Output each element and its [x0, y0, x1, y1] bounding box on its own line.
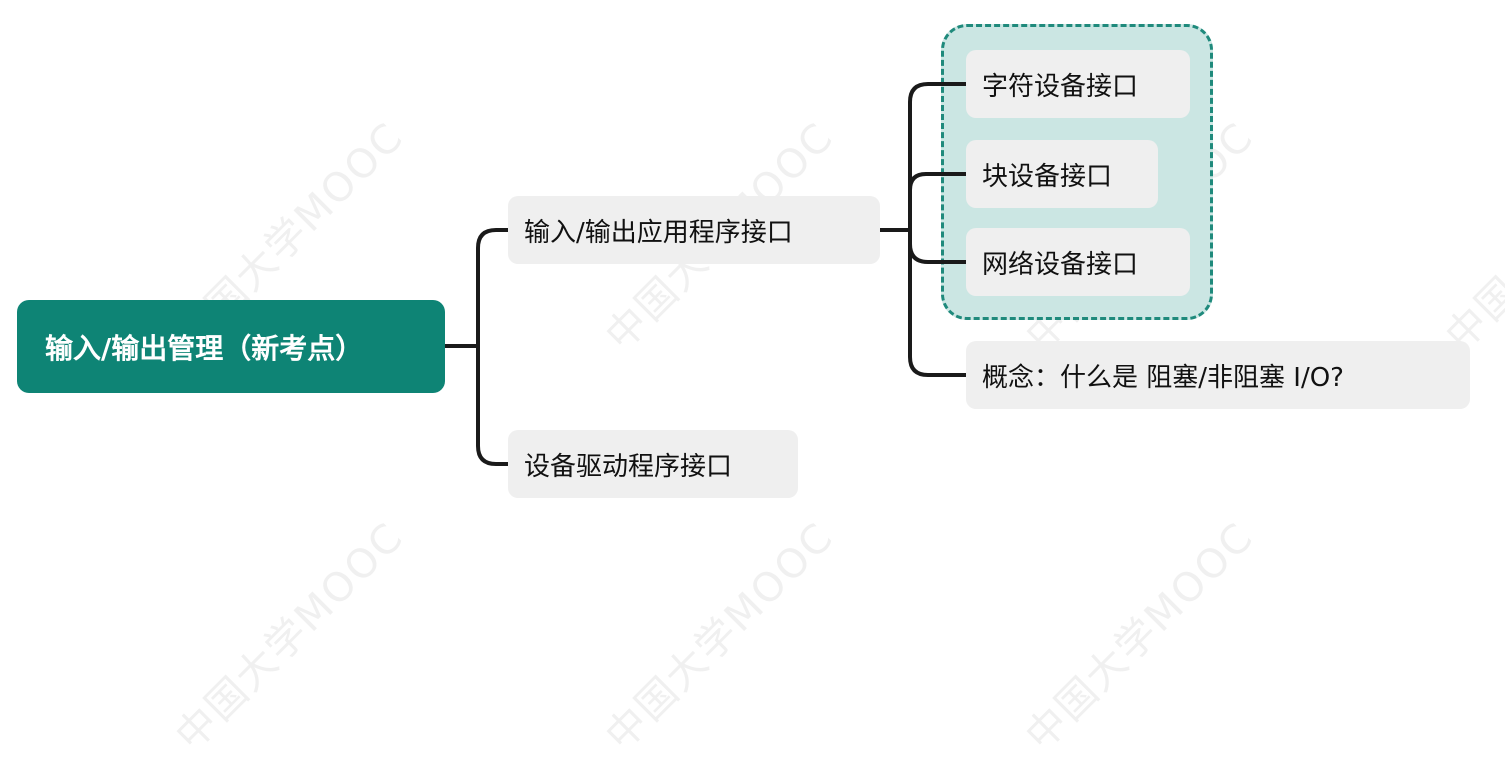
node-block-device-interface[interactable]: 块设备接口 [966, 140, 1158, 208]
connector-to-char-device [908, 82, 968, 232]
node-network-device-interface[interactable]: 网络设备接口 [966, 228, 1190, 296]
node-label: 概念：什么是 阻塞/非阻塞 I/O? [982, 362, 1344, 393]
watermark: 中国大学MOOC [167, 513, 413, 760]
node-label: 输入/输出应用程序接口 [524, 217, 793, 248]
connector-to-block-device [908, 172, 968, 192]
connector-to-blocking-concept [908, 228, 968, 377]
root-node-io-management[interactable]: 输入/输出管理（新考点） [17, 300, 445, 393]
root-node-label: 输入/输出管理（新考点） [45, 331, 364, 365]
node-char-device-interface[interactable]: 字符设备接口 [966, 50, 1190, 118]
node-blocking-io-concept[interactable]: 概念：什么是 阻塞/非阻塞 I/O? [966, 341, 1470, 409]
node-label: 字符设备接口 [982, 71, 1139, 102]
node-label: 块设备接口 [982, 161, 1113, 192]
connector-root-to-app-interface [476, 228, 510, 348]
connector-lines [443, 82, 968, 466]
node-label: 网络设备接口 [982, 249, 1139, 280]
watermark: 中国大学MOOC [1017, 513, 1263, 760]
node-io-application-interface[interactable]: 输入/输出应用程序接口 [508, 196, 880, 264]
node-label: 设备驱动程序接口 [524, 451, 733, 482]
connector-to-network-device [908, 242, 968, 264]
node-device-driver-interface[interactable]: 设备驱动程序接口 [508, 430, 798, 498]
watermark: 中国大学MOOC [597, 513, 843, 760]
connector-root-to-driver-interface [476, 344, 510, 466]
